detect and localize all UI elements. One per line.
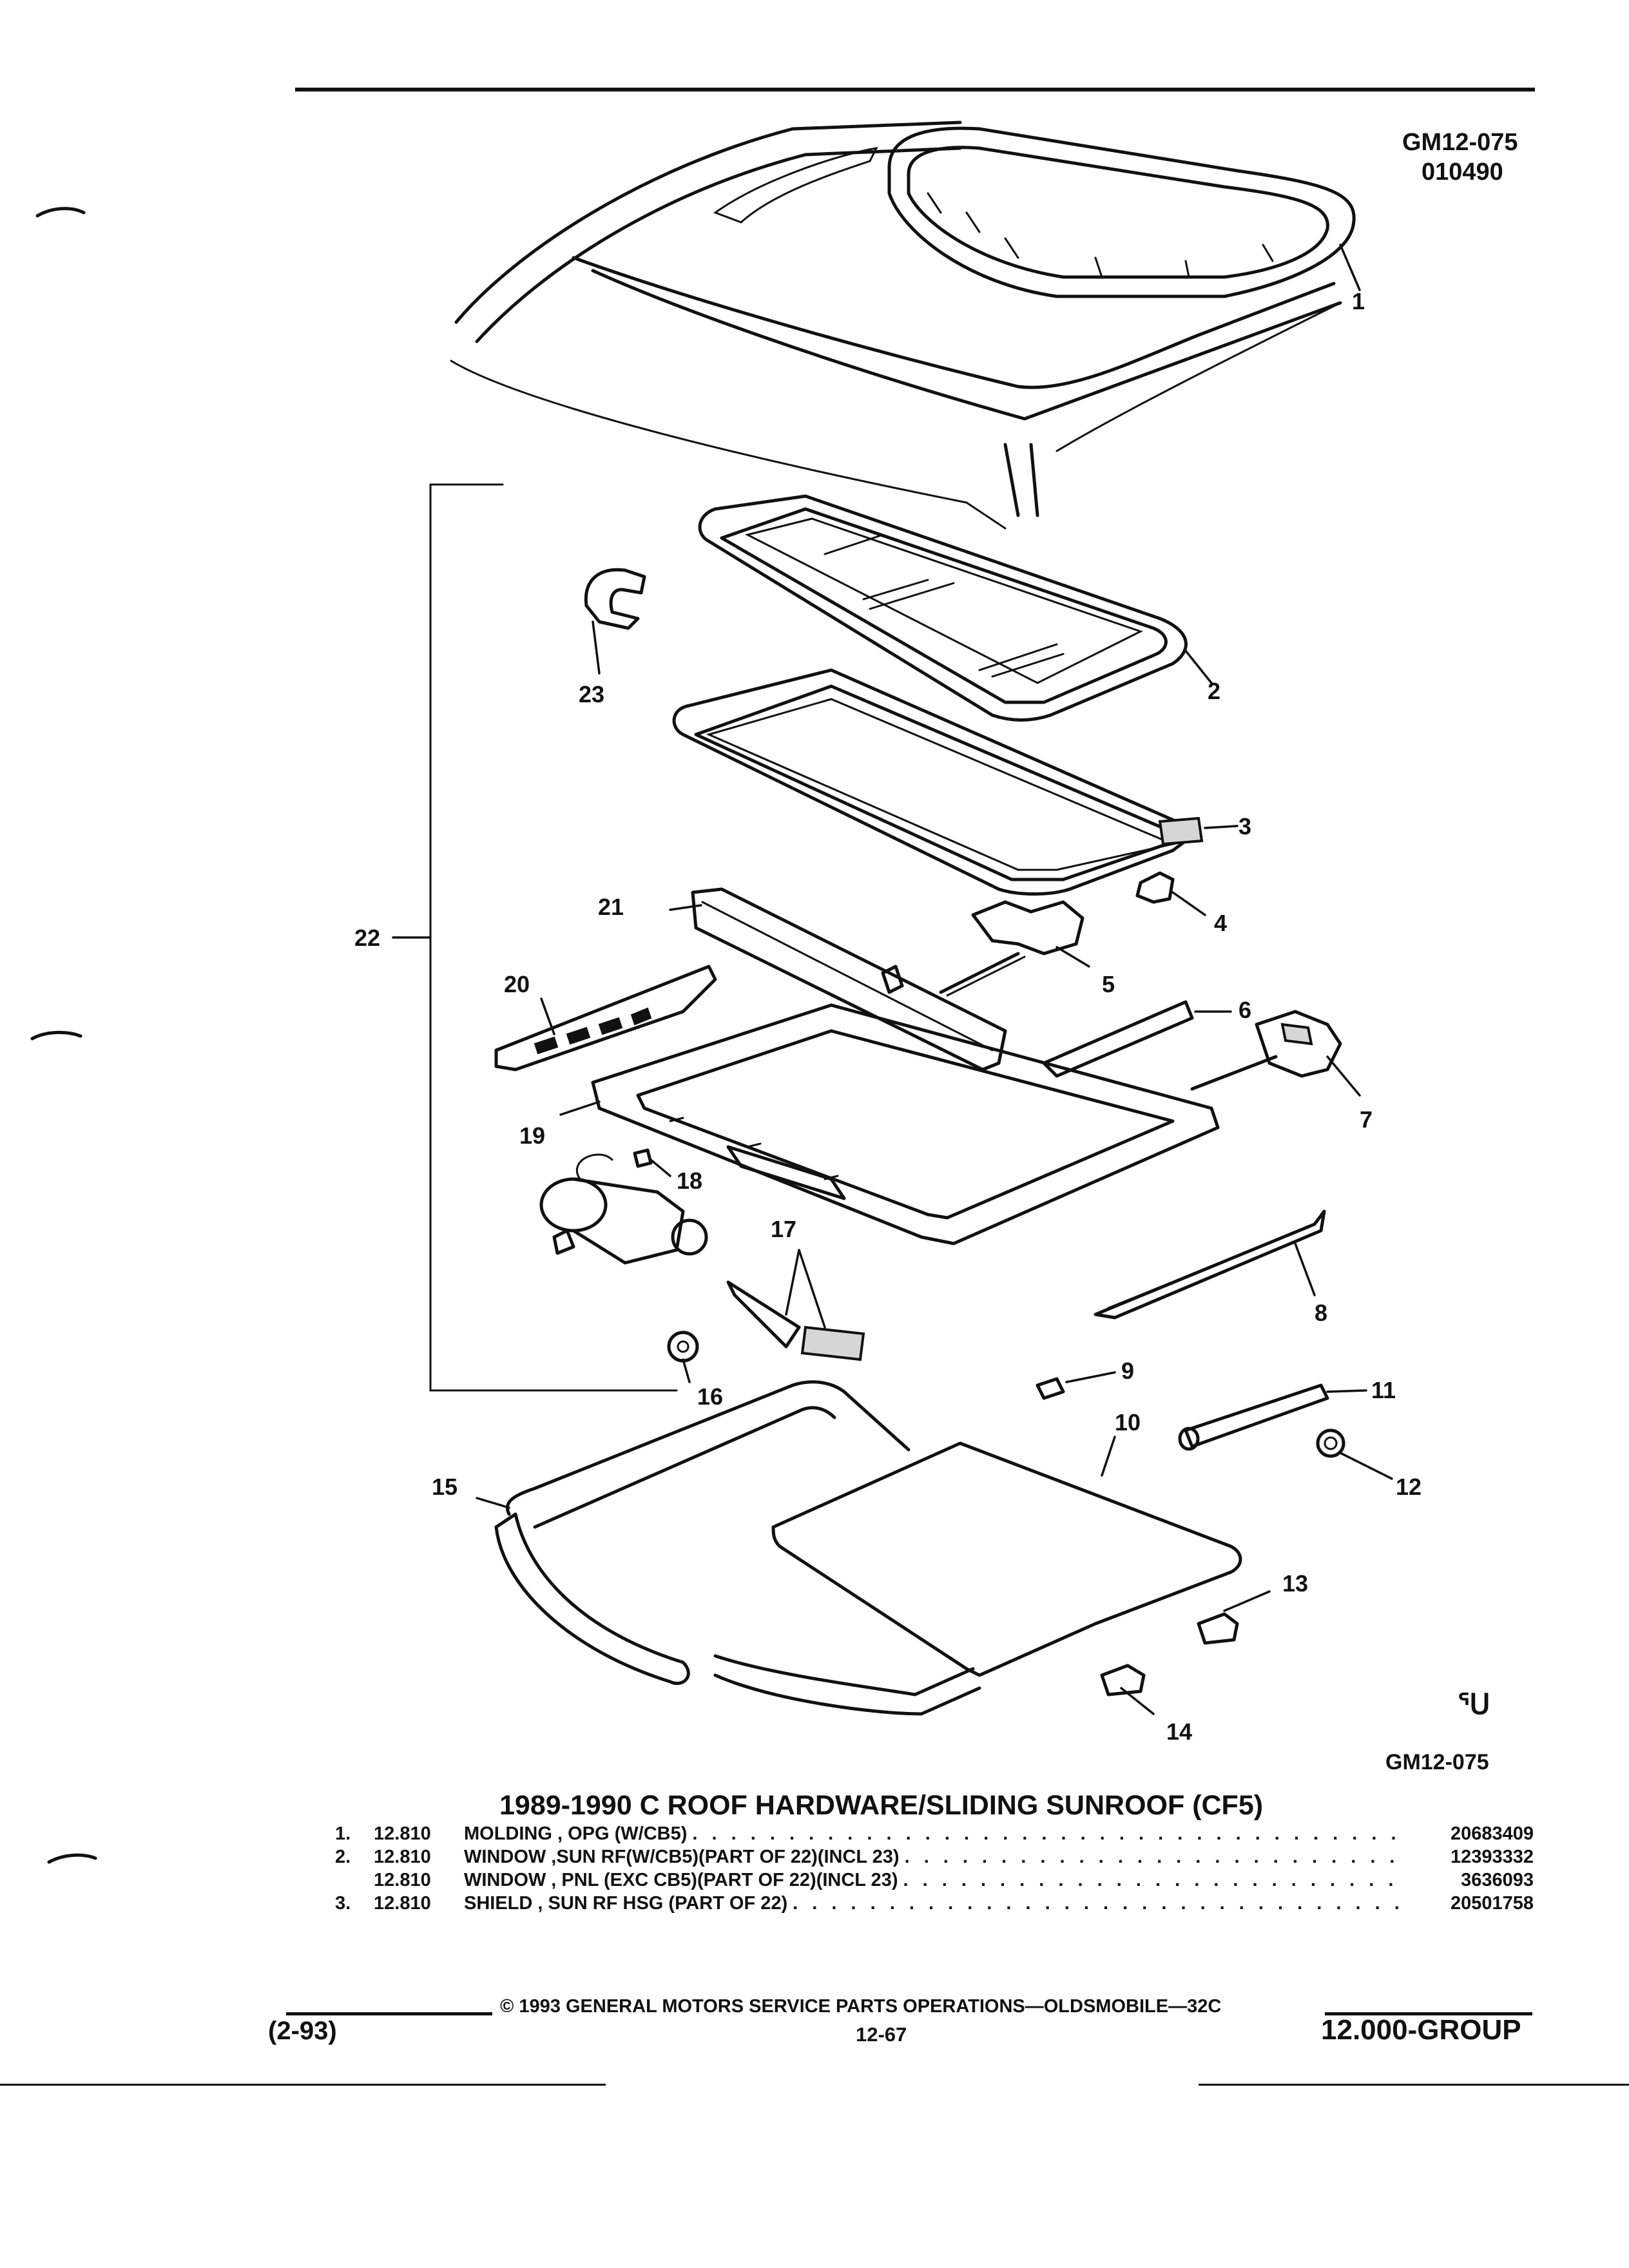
part-15-seal xyxy=(494,1380,981,1716)
callout-7: 7 xyxy=(1360,1106,1373,1133)
group-code: 12.810 xyxy=(374,1823,431,1844)
part-9-bolt xyxy=(1036,1377,1065,1400)
part-number: 20683409 xyxy=(1450,1823,1534,1844)
roof-panel xyxy=(450,120,1342,530)
part-number: 12393332 xyxy=(1450,1847,1534,1867)
callout-5: 5 xyxy=(1102,971,1115,997)
page-title: 1989-1990 C ROOF HARDWARE/SLIDING SUNROO… xyxy=(499,1790,1264,1821)
callout-labels: 1 2 3 4 5 6 7 8 9 10 11 12 13 14 15 16 1… xyxy=(354,288,1422,1745)
group-code: 12.810 xyxy=(374,1847,431,1867)
part-description: SHIELD , SUN RF HSG (PART OF 22) xyxy=(464,1893,788,1914)
publisher-logo: ᕐᑌ xyxy=(1458,1689,1490,1720)
parts-list: 1. 12.810 MOLDING , OPG (W/CB5) . . . . … xyxy=(335,1822,1534,1915)
dot-leader: . . . . . . . . . . . . . . . . . . . . … xyxy=(903,1870,1405,1890)
group-code: 12.810 xyxy=(374,1870,431,1890)
part-20-guide xyxy=(494,965,717,1072)
dot-leader: . . . . . . . . . . . . . . . . . . . . … xyxy=(692,1823,1405,1844)
callout-20: 20 xyxy=(504,971,530,997)
page-number: 12-67 xyxy=(856,2023,907,2046)
callout-4: 4 xyxy=(1214,910,1227,936)
item-number: 2. xyxy=(335,1847,351,1867)
part-16-gear xyxy=(667,1331,699,1363)
callout-16: 16 xyxy=(697,1383,723,1410)
callout-3: 3 xyxy=(1239,813,1251,840)
item-number: 1. xyxy=(335,1823,351,1844)
part-description: WINDOW ,SUN RF(W/CB5)(PART OF 22)(INCL 2… xyxy=(464,1847,900,1867)
part-2-window xyxy=(698,494,1188,722)
callout-13: 13 xyxy=(1282,1570,1308,1597)
callout-22: 22 xyxy=(354,925,380,951)
bottom-rule-right xyxy=(1199,2084,1629,2086)
part-number: 3636093 xyxy=(1461,1870,1534,1890)
leader-lines xyxy=(476,244,1393,1715)
callout-8: 8 xyxy=(1315,1300,1327,1326)
part-14-clip xyxy=(1100,1664,1146,1696)
part-12-grommet xyxy=(1316,1428,1345,1458)
part-17-motor xyxy=(539,1153,865,1361)
assembly-22-bracket xyxy=(392,483,678,1392)
callout-2: 2 xyxy=(1208,678,1220,704)
part-8-rail xyxy=(1094,1209,1326,1320)
bottom-rule-left xyxy=(0,2084,606,2086)
callout-11: 11 xyxy=(1371,1377,1396,1403)
callout-10: 10 xyxy=(1115,1409,1141,1436)
callout-12: 12 xyxy=(1396,1474,1422,1500)
part-number: 20501758 xyxy=(1450,1893,1534,1914)
dot-leader: . . . . . . . . . . . . . . . . . . . . … xyxy=(793,1893,1405,1914)
group-label: 12.000-GROUP xyxy=(1321,2014,1521,2046)
dot-leader: . . . . . . . . . . . . . . . . . . . . … xyxy=(904,1847,1405,1867)
parts-row: 3. 12.810 SHIELD , SUN RF HSG (PART OF 2… xyxy=(335,1892,1534,1915)
figure-id-bottom: GM12-075 xyxy=(1385,1750,1489,1774)
part-7-mechanism xyxy=(1190,1010,1342,1091)
part-1-molding xyxy=(887,126,1356,298)
part-10-panel xyxy=(771,1441,1242,1677)
part-13-clip xyxy=(1197,1612,1239,1645)
parts-row: 2. 12.810 WINDOW ,SUN RF(W/CB5)(PART OF … xyxy=(335,1845,1534,1869)
callout-9: 9 xyxy=(1121,1358,1134,1384)
callout-21: 21 xyxy=(598,894,624,920)
callout-6: 6 xyxy=(1239,997,1251,1023)
callout-14: 14 xyxy=(1166,1718,1192,1745)
part-21-deflector xyxy=(691,887,1007,1072)
figure-id: GM12-075 xyxy=(1402,129,1518,156)
callout-23: 23 xyxy=(579,681,604,707)
callout-1: 1 xyxy=(1352,288,1365,314)
footer-rule-left xyxy=(286,2012,492,2015)
part-18-nut xyxy=(633,1148,653,1168)
part-3-shield xyxy=(672,668,1204,896)
footer-date: (2-93) xyxy=(268,2017,337,2045)
parts-row: 1. 12.810 MOLDING , OPG (W/CB5) . . . . … xyxy=(335,1822,1534,1845)
part-4-clip xyxy=(1135,871,1175,904)
part-description: WINDOW , PNL (EXC CB5)(PART OF 22)(INCL … xyxy=(464,1870,898,1890)
callout-15: 15 xyxy=(432,1474,458,1500)
parts-row: 12.810 WINDOW , PNL (EXC CB5)(PART OF 22… xyxy=(335,1869,1534,1892)
part-6-rail xyxy=(1042,1000,1194,1078)
part-11-tube xyxy=(1178,1383,1329,1451)
part-description: MOLDING , OPG (W/CB5) xyxy=(464,1823,688,1844)
item-number: 3. xyxy=(335,1893,351,1914)
part-5-cable xyxy=(939,900,1084,997)
part-23-clip xyxy=(584,568,646,630)
copyright-line: © 1993 GENERAL MOTORS SERVICE PARTS OPER… xyxy=(500,1996,1222,2017)
margin-marks xyxy=(30,207,97,1864)
top-rule xyxy=(295,88,1535,91)
footer-rule-right xyxy=(1325,2012,1532,2015)
callout-17: 17 xyxy=(771,1216,796,1242)
group-code: 12.810 xyxy=(374,1893,431,1914)
callout-19: 19 xyxy=(519,1122,545,1149)
part-19-housing xyxy=(591,1003,1220,1245)
date-code: 010490 xyxy=(1422,159,1503,186)
callout-18: 18 xyxy=(677,1168,702,1194)
